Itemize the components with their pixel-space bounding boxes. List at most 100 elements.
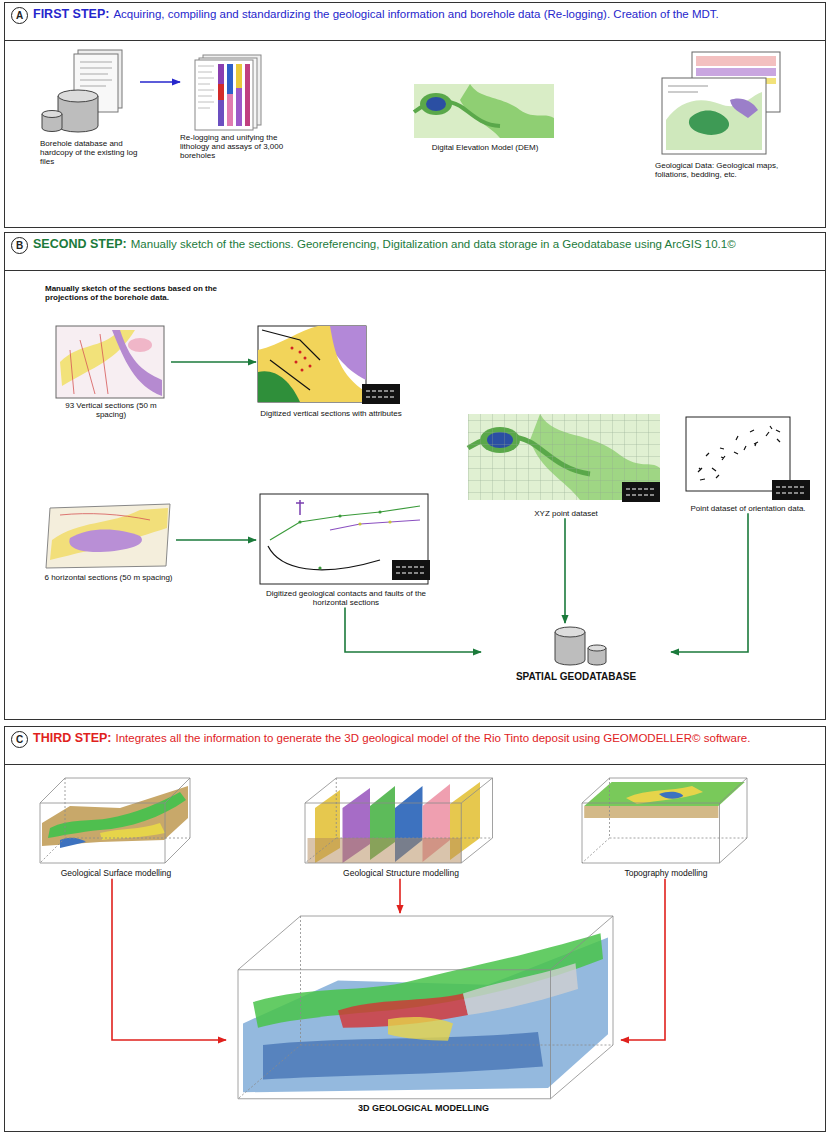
relogging-illustration xyxy=(195,55,261,130)
relogging-illustration xyxy=(195,60,253,130)
topography-model-illustration xyxy=(626,786,703,804)
caption: Digitized geological contacts and faults… xyxy=(256,589,436,607)
geodatabase-icon xyxy=(588,645,606,651)
step-header: C THIRD STEP: Integrates all the informati… xyxy=(5,727,825,765)
relogging-illustration xyxy=(198,66,214,108)
orientation-data-illustration xyxy=(772,480,810,500)
orientation-data-illustration xyxy=(698,426,780,480)
step-heading: SECOND STEP:Manually sketch of the secti… xyxy=(33,237,736,251)
illustration-node: Topography modelling xyxy=(576,773,756,879)
geological-data-illustration xyxy=(666,92,762,150)
flow-arrow xyxy=(112,879,226,1040)
illustration-node: 6 horizontal sections (50 m spacing) xyxy=(41,501,176,582)
structure-model-illustration xyxy=(305,778,493,863)
caption: Re-logging and unifying the lithology an… xyxy=(180,133,285,161)
digitized-contacts-illustration xyxy=(388,520,391,523)
step-panel: BSECOND STEP:Manually sketch of the sect… xyxy=(4,232,826,720)
digitized-vertical-sections-illustration xyxy=(301,369,304,372)
illustration-node: 3D GEOLOGICAL MODELLING xyxy=(226,913,621,1113)
digitized-vertical-sections-illustration xyxy=(258,326,400,404)
caption: 3D GEOLOGICAL MODELLING xyxy=(226,1103,621,1113)
dem-illustration xyxy=(414,84,554,138)
illustration-node: Geological Structure modelling xyxy=(301,773,501,879)
step-letter: A xyxy=(11,7,28,24)
flow-arrow xyxy=(171,361,256,363)
digitized-contacts-illustration xyxy=(298,520,301,523)
step-title: THIRD STEP: xyxy=(33,731,111,745)
digitized-vertical-sections-illustration xyxy=(362,384,400,404)
geological-data-illustration xyxy=(689,111,729,135)
illustration-node: Borehole database and hardcopy of the ex… xyxy=(40,49,140,167)
relogging-illustration xyxy=(227,64,233,94)
illustration-node: 93 Vertical sections (50 m spacing) xyxy=(51,323,171,419)
digitized-vertical-sections-illustration xyxy=(309,365,312,368)
surface-model-illustration xyxy=(40,778,190,863)
3d-geological-model-illustration xyxy=(238,916,613,1099)
digitized-vertical-sections-illustration xyxy=(262,330,320,390)
caption: Digital Elevation Model (DEM) xyxy=(410,143,560,152)
step-header: BSECOND STEP:Manually sketch of the sect… xyxy=(5,233,825,271)
horizontal-sections-illustration xyxy=(46,504,170,568)
dem-illustration xyxy=(420,93,452,115)
relogging-illustration xyxy=(236,88,242,126)
xyz-point-dataset-illustration xyxy=(468,414,660,502)
digitized-contacts-illustration xyxy=(330,520,420,530)
step-letter: C xyxy=(11,731,28,748)
illustration-node: Point dataset of orientation data. xyxy=(683,416,813,513)
xyz-point-dataset-illustration xyxy=(622,482,660,502)
caption: XYZ point dataset xyxy=(466,509,666,518)
digitized-contacts-illustration xyxy=(338,514,341,517)
step-heading: FIRST STEP: Acquiring, compiling and stan… xyxy=(33,7,719,21)
caption: Borehole database and hardcopy of the ex… xyxy=(40,139,140,167)
borehole-database-illustration xyxy=(42,111,62,118)
surface-model-illustration xyxy=(40,778,190,863)
step-panel: C THIRD STEP: Integrates all the informati… xyxy=(4,726,826,1132)
flow-arrow xyxy=(671,513,748,652)
3d-geological-model-illustration xyxy=(388,1017,453,1041)
caption: 93 Vertical sections (50 m spacing) xyxy=(51,401,171,419)
flow-arrow xyxy=(176,539,256,541)
flow-arrow xyxy=(621,879,665,1040)
flow-arrow xyxy=(399,879,401,913)
horizontal-sections-illustration xyxy=(50,508,168,560)
topography-model-illustration xyxy=(582,778,747,863)
caption: Topography modelling xyxy=(576,869,756,879)
geological-data-illustration xyxy=(696,68,776,76)
geological-data-illustration xyxy=(662,78,766,154)
digitized-vertical-sections-illustration xyxy=(291,347,294,350)
vertical-sections-illustration xyxy=(60,330,135,386)
3d-geological-model-illustration xyxy=(463,963,578,1015)
step-title: FIRST STEP: xyxy=(33,7,109,21)
illustration-node: Digital Elevation Model (DEM) xyxy=(410,81,560,152)
surface-model-illustration xyxy=(42,786,188,846)
borehole-database-illustration xyxy=(80,62,112,86)
caption: 6 horizontal sections (50 m spacing) xyxy=(41,573,176,582)
caption: Digitized vertical sections with attribu… xyxy=(256,409,406,418)
vertical-sections-illustration xyxy=(70,334,108,394)
caption: SPATIAL GEODATABASE xyxy=(481,671,671,683)
step-description: Acquiring, compiling and standardizing t… xyxy=(113,8,718,20)
caption: Point dataset of orientation data. xyxy=(683,504,813,513)
digitized-contacts-illustration xyxy=(296,500,304,515)
illustration-node: Geological Data: Geological maps, foliat… xyxy=(655,51,785,179)
horizontal-sections-illustration xyxy=(69,530,142,553)
digitized-vertical-sections-illustration xyxy=(258,326,366,402)
vertical-sections-illustration xyxy=(112,330,162,396)
borehole-database-illustration xyxy=(42,50,122,132)
step-description: Integrates all the information to genera… xyxy=(115,732,750,744)
horizontal-sections-illustration xyxy=(46,504,170,568)
step-title: SECOND STEP: xyxy=(33,237,127,251)
illustration-node: SPATIAL GEODATABASE xyxy=(481,623,671,683)
digitized-contacts-illustration xyxy=(358,522,361,525)
digitized-vertical-sections-illustration xyxy=(299,351,302,354)
relogging-illustration xyxy=(245,64,250,126)
geodatabase-icon xyxy=(555,627,606,665)
orientation-data-illustration xyxy=(686,417,810,500)
digitized-vertical-sections-illustration xyxy=(304,357,307,360)
digitized-contacts-illustration xyxy=(378,510,381,513)
topography-model-illustration xyxy=(659,792,683,799)
digitized-vertical-sections-illustration xyxy=(258,371,300,402)
step-header: A FIRST STEP: Acquiring, compiling and sta… xyxy=(5,3,825,41)
